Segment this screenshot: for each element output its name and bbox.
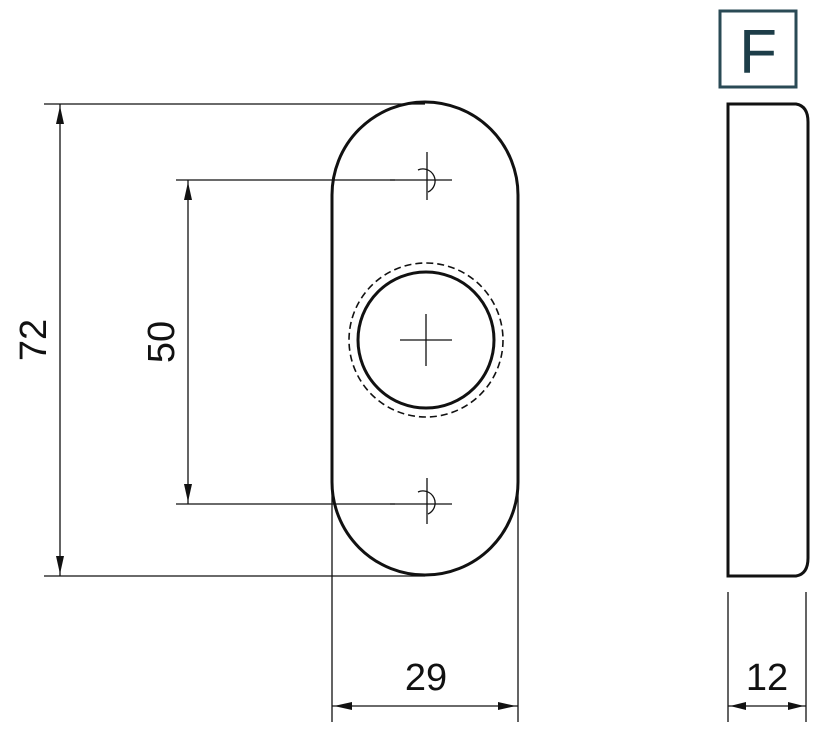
badge-frame — [718, 9, 798, 89]
bore-circle — [356, 270, 496, 410]
hole-spacing-label: 50 — [141, 321, 183, 363]
thickness-label: 12 — [746, 657, 788, 699]
badge-letter: F — [739, 18, 777, 87]
dimension-overall-height: 72 — [13, 103, 425, 577]
side-view — [726, 102, 810, 578]
dimension-width: 29 — [331, 482, 519, 722]
dimension-hole-spacing: 50 — [141, 179, 395, 505]
upper-screw-hole — [390, 152, 452, 200]
overall-height-label: 72 — [13, 319, 55, 361]
center-bore — [348, 262, 504, 418]
lower-screw-hole — [390, 478, 452, 524]
model-badge: F — [718, 9, 798, 89]
bore-dashed-circle — [348, 262, 504, 418]
dimension-thickness: 12 — [727, 592, 807, 722]
side-profile — [726, 102, 810, 578]
width-label: 29 — [405, 657, 447, 699]
